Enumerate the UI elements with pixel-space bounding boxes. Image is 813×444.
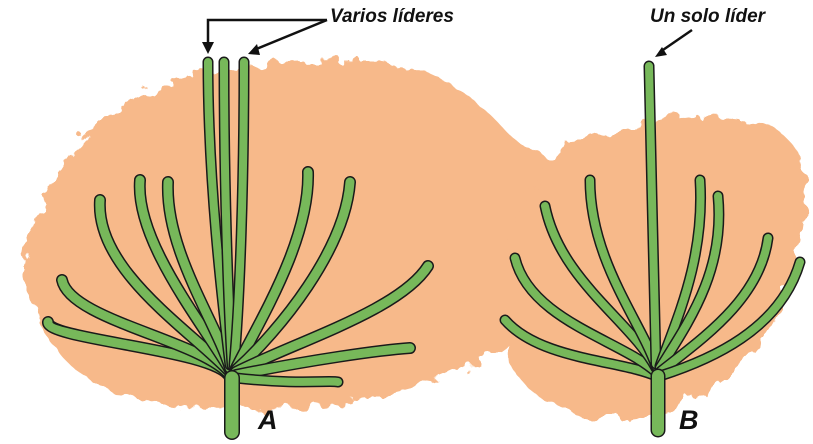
arrow-leader-left — [208, 20, 327, 45]
label-single-leader: Un solo líder — [650, 6, 765, 28]
arrow-single-leader — [660, 30, 692, 52]
label-plant-a: A — [258, 405, 278, 436]
label-plant-b: B — [679, 405, 699, 436]
arrowhead-left — [202, 42, 214, 54]
label-multiple-leaders: Varios líderes — [330, 6, 454, 28]
arrow-leader-right — [254, 20, 327, 50]
arrowhead-right — [248, 44, 260, 55]
arrowheads — [202, 42, 667, 57]
branch-a-13 — [236, 378, 338, 382]
